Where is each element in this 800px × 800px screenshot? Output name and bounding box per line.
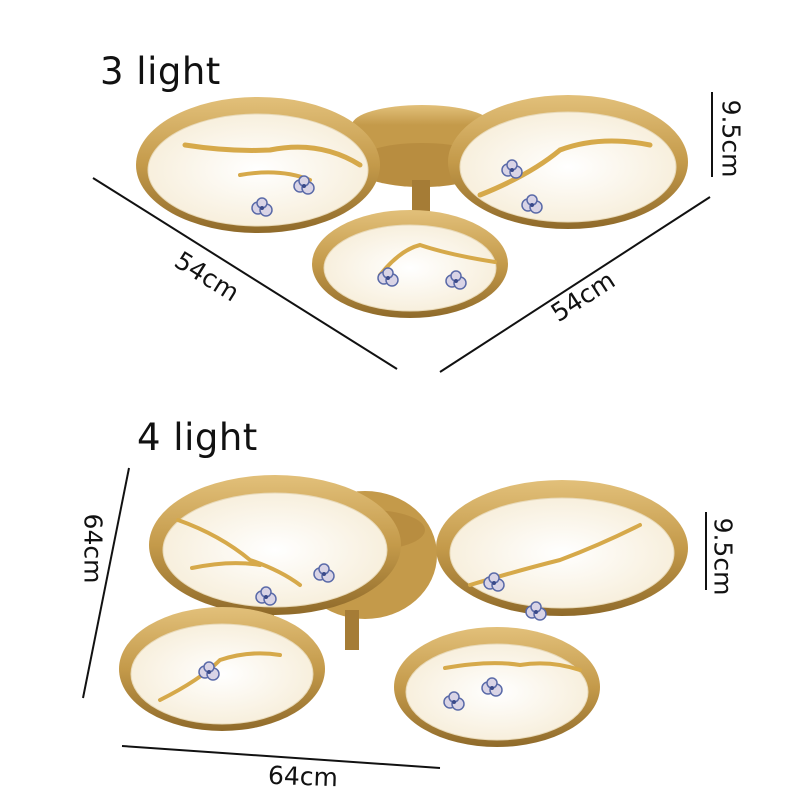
dimension-line-right-diagonal-3 <box>439 196 711 373</box>
lamp-3-light <box>136 95 688 318</box>
dimension-line-left-diagonal-3 <box>92 177 398 370</box>
variant-title-3-light: 3 light <box>100 50 221 93</box>
dimension-label-width-4: 64cm <box>267 760 339 793</box>
dimension-line-depth-4 <box>82 467 130 699</box>
dimension-label-height-3: 9.5cm <box>716 99 746 178</box>
lamp-4-light <box>119 475 688 747</box>
dimension-label-depth-4: 64cm <box>78 513 108 584</box>
variant-title-4-light: 4 light <box>137 416 258 459</box>
dimension-line-width-4 <box>121 745 441 769</box>
dimension-label-height-4: 9.5cm <box>708 517 738 596</box>
